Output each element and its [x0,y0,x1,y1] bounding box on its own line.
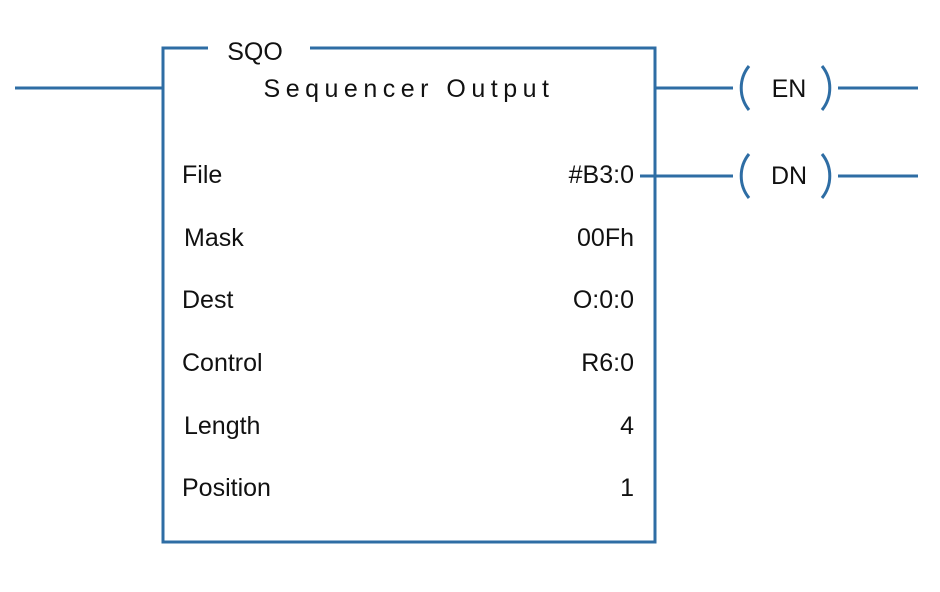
instruction-box[interactable] [161,46,657,544]
param-value-mask[interactable]: 00Fh [577,224,634,252]
param-value-file[interactable]: #B3:0 [568,161,634,189]
en-coil-left-arc[interactable] [739,65,751,111]
param-value-dest[interactable]: O:0:0 [572,286,634,314]
param-label-length: Length [184,412,261,440]
param-label-position: Position [182,474,271,502]
param-value-control[interactable]: R6:0 [581,349,634,377]
param-label-file: File [182,161,223,189]
dn-coil-left-arc[interactable] [739,153,751,199]
param-label-dest: Dest [182,286,234,314]
coil-label-en: EN [771,75,807,103]
param-value-position[interactable]: 1 [620,474,634,502]
dn-coil-right-arc[interactable] [820,153,832,199]
coil-label-dn: DN [770,162,808,190]
param-label-mask: Mask [184,224,244,252]
param-label-control: Control [182,349,263,377]
param-value-length[interactable]: 4 [620,412,634,440]
en-coil-right-arc[interactable] [820,65,832,111]
instruction-mnemonic: SQO [227,38,283,66]
instruction-name: Sequencer Output [263,75,555,103]
